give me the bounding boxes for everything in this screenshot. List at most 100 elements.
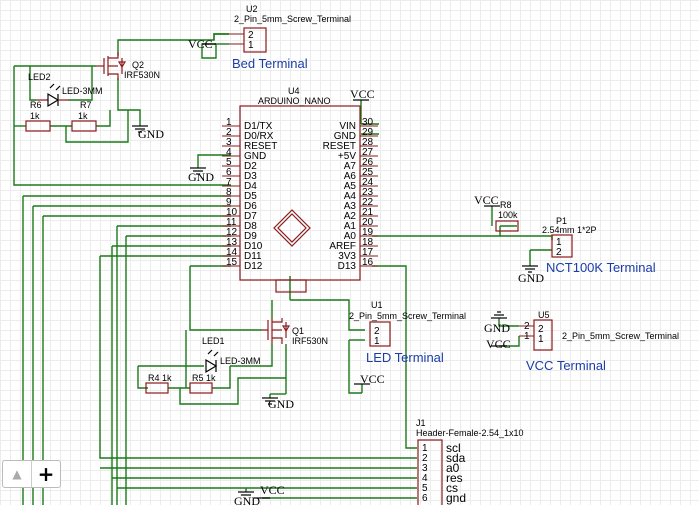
svg-text:2: 2 bbox=[524, 321, 530, 332]
r4-resistor[interactable]: R4 1k bbox=[145, 373, 172, 394]
u4-pin-number: 1 bbox=[226, 117, 232, 128]
u4-pin-name: D4 bbox=[244, 181, 257, 192]
u4-pin-name: A1 bbox=[344, 221, 357, 232]
q1-mosfet[interactable]: Q1 IRF530N bbox=[262, 318, 328, 346]
gnd-label-bottom: GND bbox=[234, 494, 260, 505]
u4-pin-name: AREF bbox=[329, 241, 356, 252]
u4-pin-name: D3 bbox=[244, 171, 257, 182]
u4-pin-7: 7 D4 bbox=[222, 177, 257, 192]
led1[interactable]: LED1 LED-3MM bbox=[202, 336, 261, 374]
r5-resistor[interactable]: R5 1k bbox=[189, 373, 216, 394]
led-terminal-label: LED Terminal bbox=[366, 350, 444, 365]
u4-pin-number: 10 bbox=[226, 207, 238, 218]
u4-pin-number: 22 bbox=[362, 197, 374, 208]
p1-nct100k-terminal[interactable]: 1 2 P1 2.54mm 1*2P NCT100K Terminal bbox=[542, 216, 656, 275]
gnd-label-q2: GND bbox=[138, 127, 164, 141]
u4-pin-number: 7 bbox=[226, 177, 232, 188]
u4-pin-name: D13 bbox=[338, 261, 357, 272]
r8-ref: R8 bbox=[500, 200, 512, 210]
u4-pin-number: 25 bbox=[362, 167, 374, 178]
u4-pin-name: RESET bbox=[244, 141, 277, 152]
led2[interactable]: LED2 LED-3MM bbox=[28, 72, 103, 108]
r7-value: 1k bbox=[78, 111, 88, 121]
u4-pin-name: A3 bbox=[344, 201, 357, 212]
collapse-button[interactable]: ▲ bbox=[3, 461, 32, 487]
u4-pin-21: 21 A2 bbox=[344, 207, 378, 222]
u4-pin-number: 24 bbox=[362, 177, 374, 188]
zoom-in-button[interactable]: + bbox=[37, 462, 55, 486]
vcc-label-arduino: VCC bbox=[350, 87, 375, 101]
q2-mosfet[interactable]: Q2 IRF530N bbox=[96, 52, 160, 80]
u4-pin-number: 3 bbox=[226, 137, 232, 148]
j1-pin-name: a0 bbox=[446, 461, 460, 475]
u4-pin-number: 11 bbox=[226, 217, 237, 228]
u4-pin-number: 15 bbox=[226, 257, 238, 268]
svg-text:2: 2 bbox=[538, 324, 544, 335]
u5-ref: U5 bbox=[538, 310, 550, 320]
gnd-label-arduino: GND bbox=[188, 170, 214, 184]
u4-pin-number: 27 bbox=[362, 147, 374, 158]
r7-resistor[interactable]: R7 1k bbox=[71, 100, 97, 132]
j1-pin-number: 1 bbox=[422, 443, 428, 454]
u4-pin-name: A0 bbox=[344, 231, 357, 242]
u4-pin-name: A2 bbox=[344, 211, 357, 222]
j1-pin-name: res bbox=[446, 471, 463, 485]
j1-pin-name: scl bbox=[446, 441, 461, 455]
j1-pin-number: 4 bbox=[422, 473, 428, 484]
u4-pin-number: 4 bbox=[226, 147, 232, 158]
svg-text:1: 1 bbox=[248, 40, 254, 51]
u4-pin-number: 21 bbox=[362, 207, 374, 218]
gnd-label-q1: GND bbox=[268, 397, 294, 411]
j1-pin-3: 3 a0 bbox=[422, 461, 460, 475]
u1-ref: U1 bbox=[371, 300, 383, 310]
vcc-terminal-label: VCC Terminal bbox=[526, 358, 606, 373]
r7-ref: R7 bbox=[80, 100, 92, 110]
r4-ref: R4 bbox=[148, 373, 160, 383]
j1-pin-name: sda bbox=[446, 451, 466, 465]
r6-resistor[interactable]: R6 1k bbox=[25, 100, 51, 132]
j1-pin-number: 3 bbox=[422, 463, 428, 474]
u4-pin-number: 2 bbox=[226, 127, 232, 138]
u4-pin-name: A6 bbox=[344, 171, 357, 182]
u4-pin-name: A7 bbox=[344, 161, 357, 172]
u4-pin-number: 23 bbox=[362, 187, 374, 198]
u4-pin-name: GND bbox=[244, 151, 266, 162]
p1-ref: P1 bbox=[556, 216, 567, 226]
u4-pin-name: D10 bbox=[244, 241, 263, 252]
wires bbox=[13, 33, 553, 505]
u5-vcc-terminal[interactable]: 2 1 2 1 U5 2_Pin_5mm_Screw_Terminal VCC … bbox=[519, 310, 679, 373]
gnd-label-nct: GND bbox=[518, 271, 544, 285]
svg-text:2: 2 bbox=[374, 326, 380, 337]
u4-pin-name: +5V bbox=[338, 151, 356, 162]
vcc-label-led: VCC bbox=[360, 372, 385, 386]
j1-pin-4: 4 res bbox=[422, 471, 463, 485]
j1-pin-number: 5 bbox=[422, 483, 428, 494]
u2-bed-terminal[interactable]: 2 1 U2 2_Pin_5mm_Screw_Terminal Bed Term… bbox=[229, 4, 351, 71]
q1-ref: Q1 bbox=[292, 326, 304, 336]
u4-pin-name: D1/TX bbox=[244, 121, 273, 132]
u4-pin-number: 5 bbox=[226, 157, 232, 168]
u1-led-terminal[interactable]: 2 1 U1 2_Pin_5mm_Screw_Terminal LED Term… bbox=[349, 300, 466, 365]
q2-value: IRF530N bbox=[124, 70, 160, 80]
u4-pin-name: VIN bbox=[339, 121, 356, 132]
u4-pin-name: D5 bbox=[244, 191, 257, 202]
u4-pin-number: 12 bbox=[226, 227, 238, 238]
u4-pin-number: 9 bbox=[226, 197, 232, 208]
u4-pin-1: 1 D1/TX bbox=[222, 117, 273, 132]
u4-pin-4: 4 GND bbox=[222, 147, 266, 162]
r6-ref: R6 bbox=[30, 100, 42, 110]
r8-resistor[interactable]: R8 100k bbox=[495, 200, 519, 232]
